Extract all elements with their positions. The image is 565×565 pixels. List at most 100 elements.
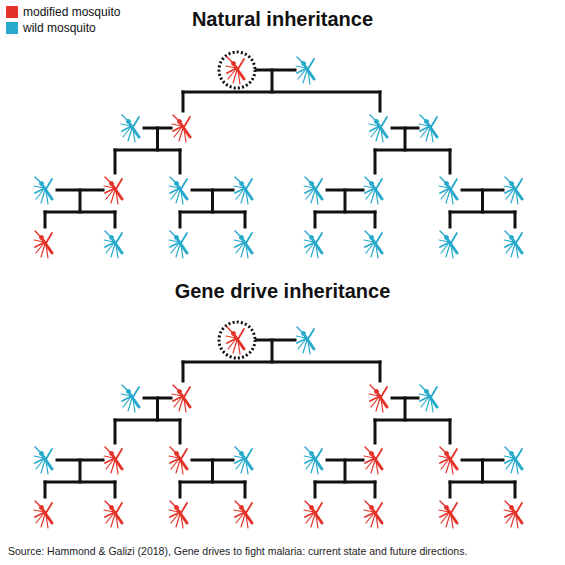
tree-line <box>379 362 382 381</box>
mosquito-icon <box>172 385 190 412</box>
mosquito-proboscis <box>105 447 110 452</box>
mosquito-wings <box>170 179 187 193</box>
mosquito-proboscis <box>305 231 310 236</box>
mosquito-proboscis <box>235 177 240 182</box>
mosquito-legs <box>439 456 453 474</box>
mosquito-icon <box>439 231 457 258</box>
mosquito-legs <box>369 394 383 412</box>
tree-line <box>271 70 274 92</box>
mosquito-wings <box>505 503 522 517</box>
tree-line <box>179 420 182 443</box>
tree-line <box>514 482 517 497</box>
mosquito-proboscis <box>305 447 310 452</box>
mosquito-legs <box>304 456 318 474</box>
mosquito-proboscis <box>420 385 425 390</box>
tree-line <box>374 482 377 497</box>
tree-line <box>183 91 380 94</box>
legend-swatch <box>6 6 18 18</box>
legend-row: modified mosquito <box>6 5 120 19</box>
tree-line <box>481 460 484 482</box>
mosquito-wings <box>370 387 387 401</box>
mosquito-wings <box>297 59 314 73</box>
tree-line <box>244 482 247 497</box>
mosquito-legs <box>296 66 310 84</box>
legend-swatch <box>6 22 18 34</box>
mosquito-wings <box>505 449 522 463</box>
mosquito-proboscis <box>170 177 175 182</box>
tree-line <box>344 190 347 212</box>
mosquito-wings <box>235 503 252 517</box>
tree-line <box>514 212 517 227</box>
mosquito-icon <box>504 447 522 474</box>
mosquito-icon <box>104 447 122 474</box>
mosquito-legs <box>121 124 135 142</box>
tree-line <box>449 420 452 443</box>
mosquito-legs <box>234 186 248 204</box>
mosquito-proboscis <box>365 231 370 236</box>
mosquito-icon <box>34 501 52 528</box>
mosquito-icon <box>34 231 52 258</box>
mosquito-wings <box>105 449 122 463</box>
tree-line <box>114 420 117 443</box>
mosquito-icon <box>169 501 187 528</box>
tree-line <box>211 190 214 212</box>
mosquito-proboscis <box>365 177 370 182</box>
mosquito-proboscis <box>105 177 110 182</box>
mosquito-proboscis <box>365 447 370 452</box>
mosquito-wings <box>122 117 139 131</box>
mosquito-legs <box>226 66 240 84</box>
tree-line <box>481 190 484 212</box>
mosquito-legs <box>504 456 518 474</box>
mosquito-wings <box>305 179 322 193</box>
mosquito-proboscis <box>35 501 40 506</box>
mosquito-proboscis <box>420 115 425 120</box>
mosquito-icon <box>234 231 252 258</box>
mosquito-wings <box>297 329 314 343</box>
mosquito-icon <box>104 501 122 528</box>
mosquito-icon <box>369 115 387 142</box>
mosquito-proboscis <box>227 327 232 332</box>
mosquito-icon <box>439 177 457 204</box>
mosquito-legs <box>364 456 378 474</box>
mosquito-wings <box>122 387 139 401</box>
mosquito-icon <box>369 385 387 412</box>
mosquito-icon <box>504 177 522 204</box>
mosquito-legs <box>121 394 135 412</box>
mosquito-wings <box>35 233 52 247</box>
mosquito-legs <box>419 124 433 142</box>
mosquito-legs <box>304 510 318 528</box>
mosquito-wings <box>227 59 244 73</box>
mosquito-icon <box>121 115 139 142</box>
tree-line <box>79 190 82 212</box>
mosquito-legs <box>234 240 248 258</box>
mosquito-legs <box>169 456 183 474</box>
mosquito-wings <box>305 233 322 247</box>
mosquito-icon <box>419 385 437 412</box>
mosquito-wings <box>35 503 52 517</box>
tree-line <box>375 149 450 152</box>
source-caption: Source: Hammond & Galizi (2018), Gene dr… <box>8 545 467 557</box>
mosquito-proboscis <box>305 501 310 506</box>
mosquito-wings <box>170 503 187 517</box>
founder-circle <box>219 322 255 358</box>
mosquito-wings <box>105 179 122 193</box>
tree-line <box>156 128 159 150</box>
mosquito-proboscis <box>505 501 510 506</box>
mosquito-wings <box>440 503 457 517</box>
mosquito-icon <box>296 57 314 84</box>
mosquito-proboscis <box>235 231 240 236</box>
mosquito-legs <box>364 510 378 528</box>
mosquito-legs <box>439 240 453 258</box>
mosquito-wings <box>440 233 457 247</box>
legend-row: wild mosquito <box>6 21 96 35</box>
mosquito-wings <box>370 117 387 131</box>
mosquito-icon <box>364 501 382 528</box>
mosquito-legs <box>439 510 453 528</box>
tree-line <box>115 149 180 152</box>
tree-line <box>115 419 180 422</box>
mosquito-proboscis <box>170 447 175 452</box>
mosquito-proboscis <box>173 385 178 390</box>
tree-line <box>314 482 317 497</box>
mosquito-wings <box>365 449 382 463</box>
